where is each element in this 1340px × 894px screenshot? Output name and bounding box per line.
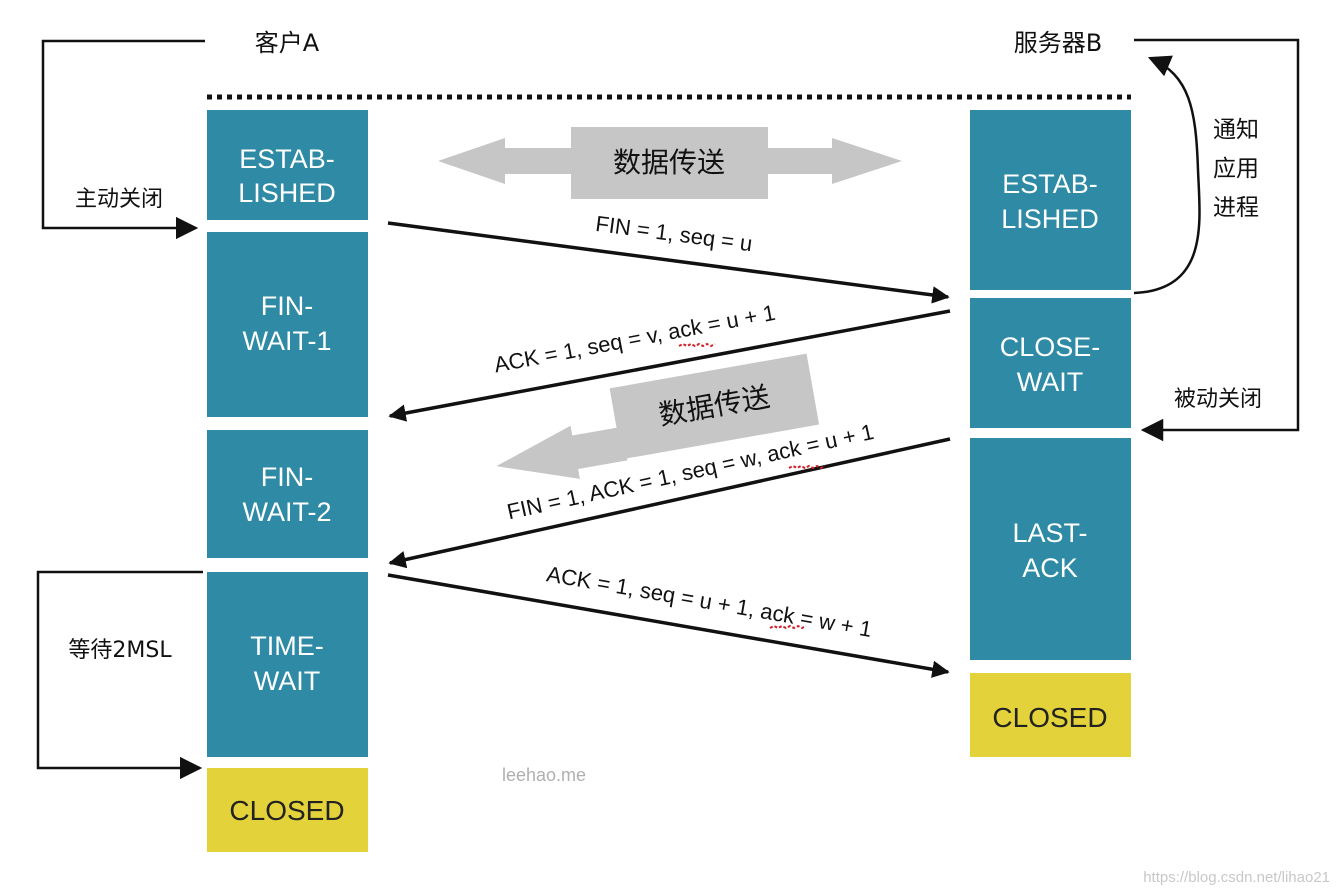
spellcheck-squiggle	[788, 464, 826, 470]
state-label-line1: CLOSE-	[1000, 332, 1101, 362]
message-arrow-fin-ack	[388, 437, 951, 569]
active-close-bracket	[41, 39, 205, 240]
server-state-closed: CLOSED	[970, 673, 1131, 757]
state-label-line2: WAIT	[1017, 367, 1084, 397]
spellcheck-squiggle	[769, 624, 807, 630]
spellcheck-squiggle	[678, 342, 716, 348]
server-state-close-wait: CLOSE- WAIT	[970, 298, 1131, 428]
client-state-closed: CLOSED	[207, 768, 368, 852]
active-close-label: 主动关闭	[75, 187, 163, 212]
message-arrow-ack	[388, 309, 951, 422]
state-label-line1: TIME-	[250, 631, 324, 661]
message-label-fin: FIN = 1, seq = u	[594, 211, 754, 256]
client-state-fin-wait-1: FIN- WAIT-1	[207, 232, 368, 417]
state-label-line2: LISHED	[238, 178, 336, 208]
data-transfer-left-arrow: 数据传送	[496, 353, 820, 479]
client-title: 客户A	[255, 29, 320, 57]
message-arrow-fin	[387, 221, 950, 304]
watermark-center: leehao.me	[502, 765, 586, 785]
closed-label: CLOSED	[992, 702, 1107, 733]
notify-app-label-2: 应用	[1213, 156, 1259, 182]
server-state-established: ESTAB- LISHED	[970, 110, 1131, 290]
state-label-line2: WAIT-2	[242, 497, 331, 527]
state-label-line2: WAIT	[254, 666, 321, 696]
wait-2msl-label: 等待2MSL	[68, 638, 172, 663]
closed-label: CLOSED	[229, 795, 344, 826]
passive-close-bracket	[1134, 38, 1300, 442]
notify-app-label-1: 通知	[1213, 117, 1259, 143]
state-label-line1: FIN-	[261, 462, 313, 492]
state-label-line1: FIN-	[261, 291, 313, 321]
data-transfer-label-top: 数据传送	[613, 146, 725, 179]
data-transfer-double-arrow: 数据传送	[438, 127, 902, 199]
notify-app-label-3: 进程	[1213, 195, 1259, 221]
wait-2msl-bracket	[36, 570, 203, 780]
server-title: 服务器B	[1014, 29, 1102, 57]
state-label-line2: WAIT-1	[242, 326, 331, 356]
server-state-last-ack: LAST- ACK	[970, 438, 1131, 660]
state-label-line1: ESTAB-	[1002, 169, 1098, 199]
client-state-fin-wait-2: FIN- WAIT-2	[207, 430, 368, 558]
client-state-established: ESTAB- LISHED	[207, 110, 368, 220]
message-arrow-final-ack	[387, 573, 950, 678]
watermark-corner: https://blog.csdn.net/lihao21	[1143, 869, 1330, 886]
state-label-line2: LISHED	[1001, 204, 1099, 234]
message-label-ack: ACK = 1, seq = v, ack = u + 1	[492, 300, 777, 378]
notify-app-curve	[1133, 55, 1201, 295]
client-state-time-wait: TIME- WAIT	[207, 572, 368, 757]
state-label-line1: LAST-	[1012, 518, 1087, 548]
state-label-line2: ACK	[1022, 553, 1078, 583]
state-label-line1: ESTAB-	[239, 144, 335, 174]
passive-close-label: 被动关闭	[1174, 387, 1262, 412]
